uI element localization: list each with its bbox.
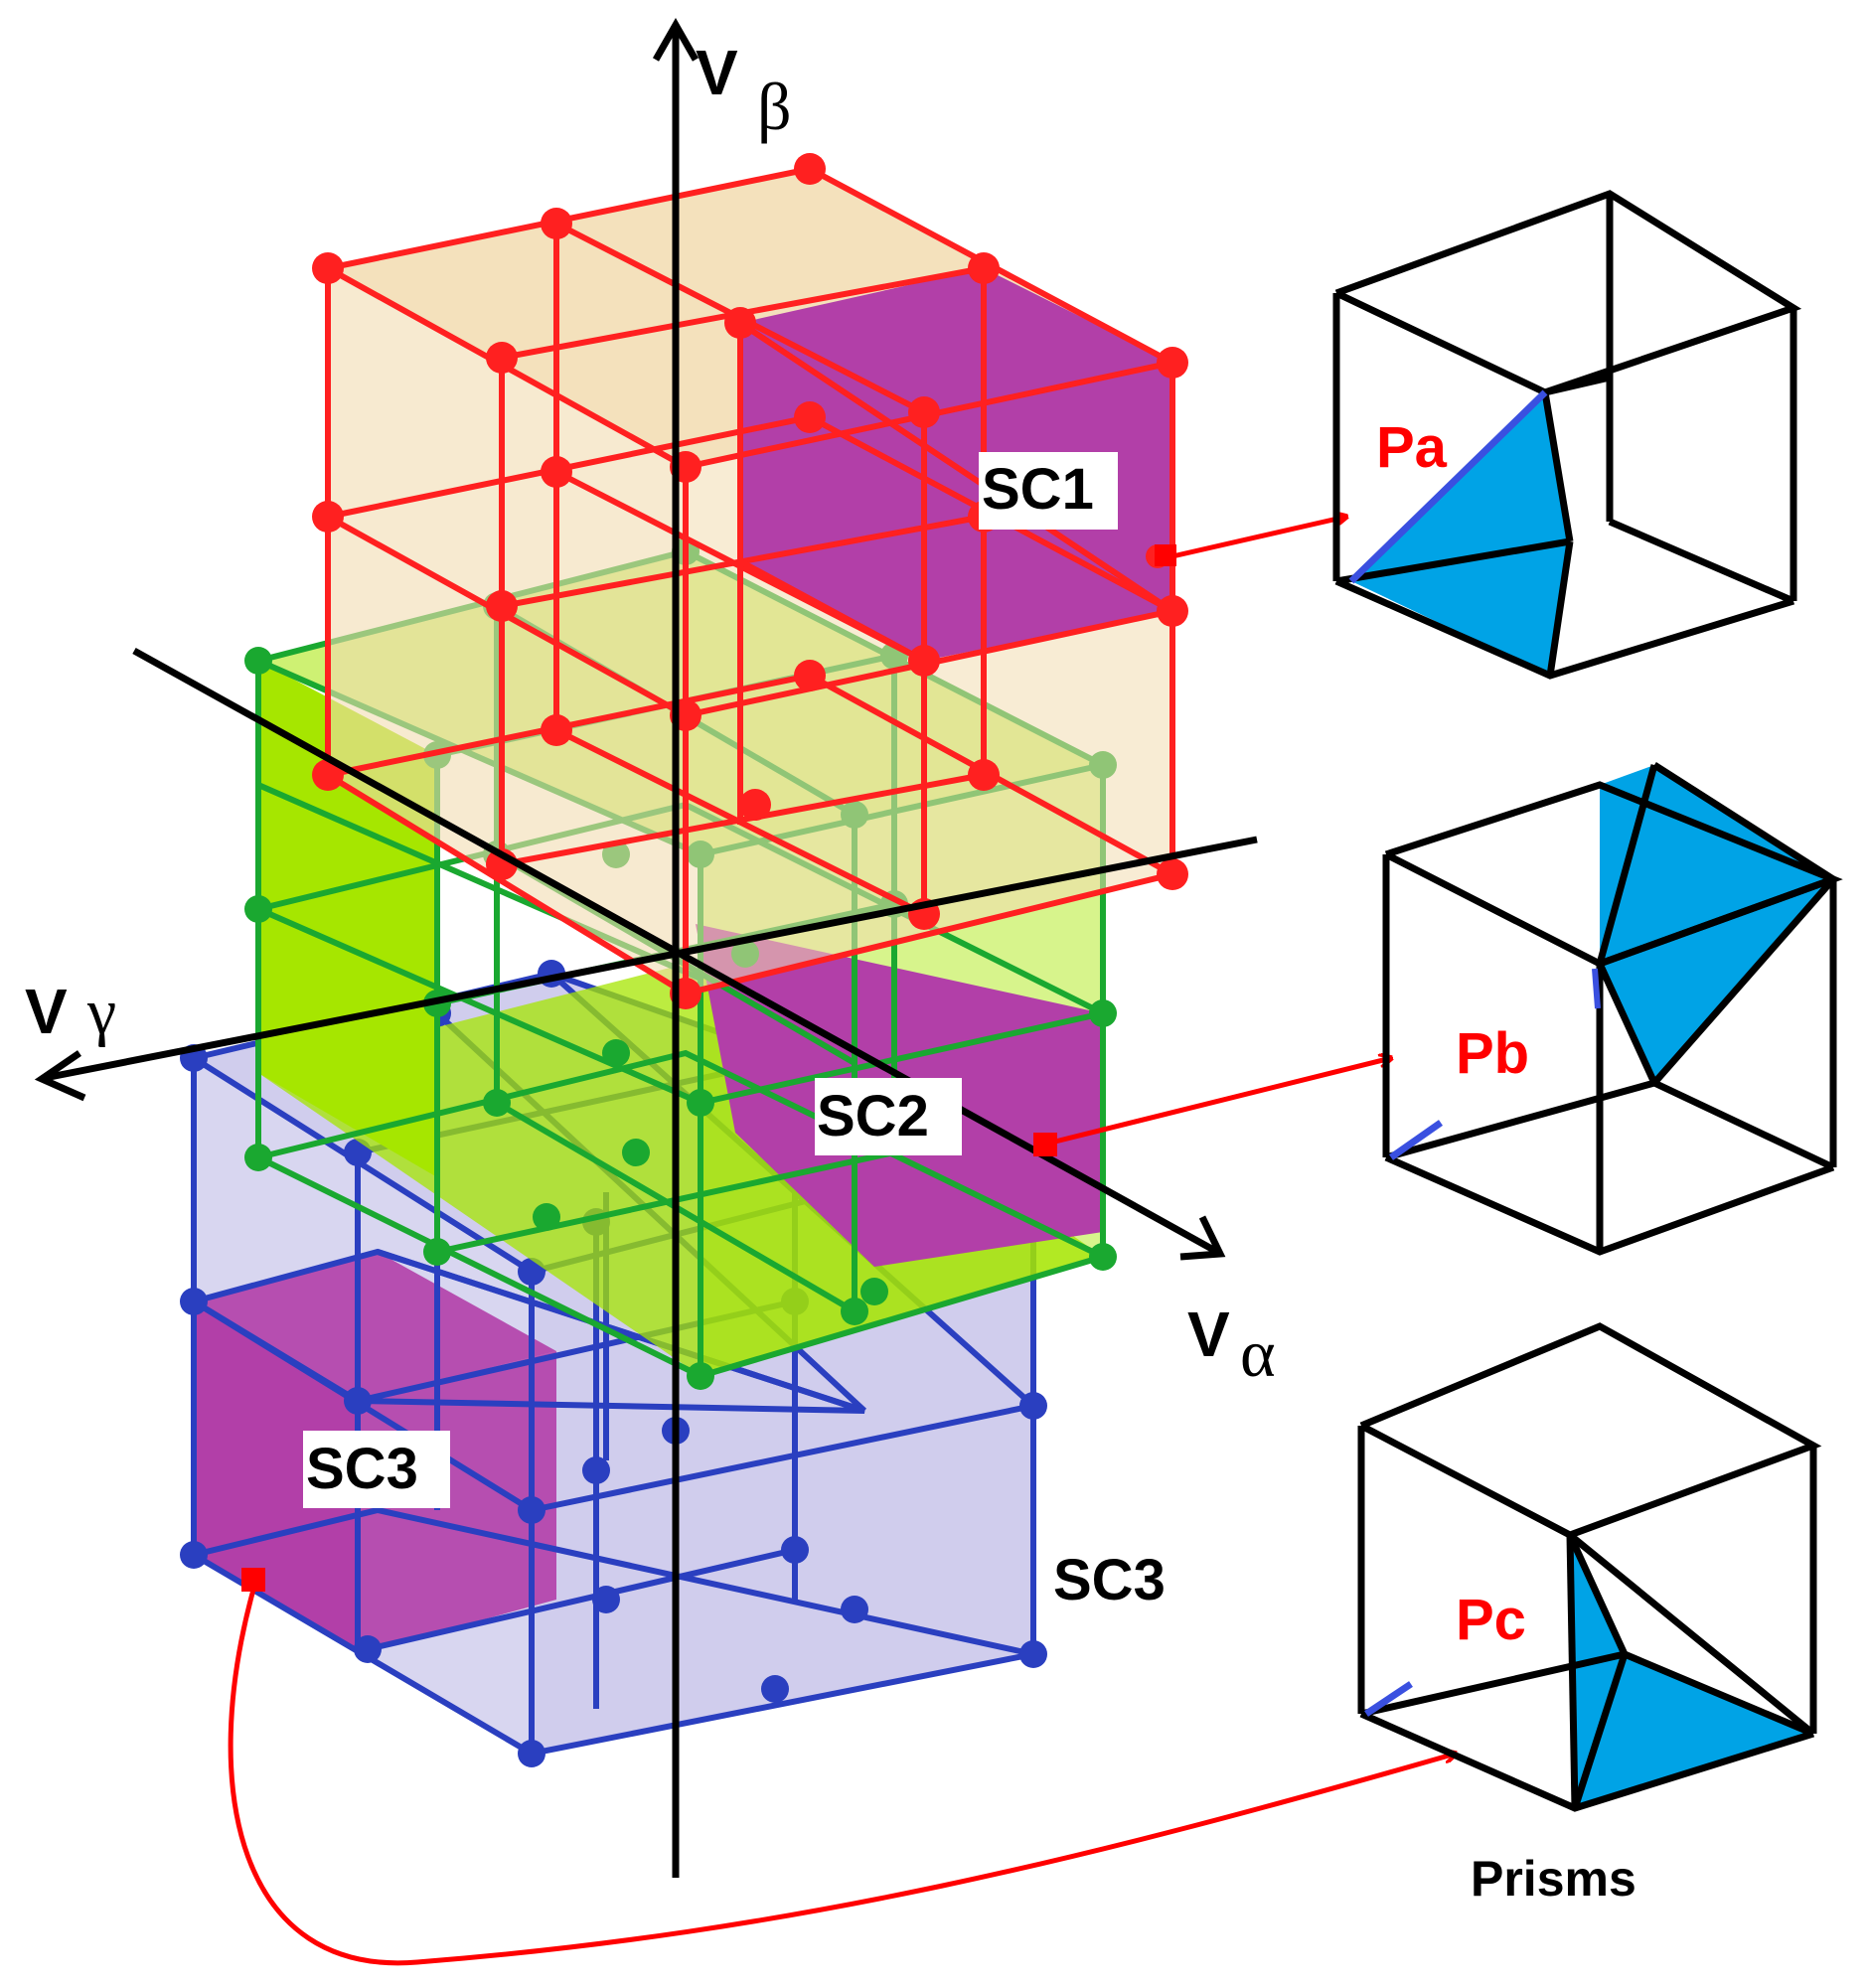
sc2-marker	[1033, 1133, 1057, 1156]
red-cube-front-face	[328, 268, 686, 994]
sc1-label: SC1	[982, 457, 1094, 522]
sc1-marker	[1155, 544, 1176, 566]
sc2-to-pb-arrow	[1050, 1058, 1391, 1146]
sc3-highlight-subcube-side	[358, 1351, 556, 1654]
prism-pa-label: Pa	[1376, 415, 1448, 480]
sc3-to-pc-arrow	[228, 1589, 1456, 1966]
prism-pa: Pa	[1332, 190, 1802, 680]
v-gamma-axis	[44, 836, 1258, 1082]
prism-pa-fill	[1351, 392, 1570, 676]
red-cube	[312, 153, 1188, 1009]
v-gamma-label: V	[25, 976, 68, 1047]
sc3-front-label: SC3	[306, 1437, 418, 1501]
axis-labels: V β V γ V α	[25, 37, 1276, 1391]
sc3-marker	[241, 1568, 265, 1592]
prism-pb-label: Pb	[1456, 1021, 1529, 1086]
prisms-caption: Prisms	[1471, 1851, 1636, 1907]
v-beta-label: V	[696, 37, 738, 108]
v-alpha-label: V	[1187, 1299, 1230, 1370]
sc3-highlight-subcube	[194, 1301, 358, 1654]
v-gamma-subscript: γ	[86, 976, 116, 1048]
sc3-front-label-bg	[303, 1431, 450, 1508]
sc1-to-pa-arrow	[1171, 517, 1346, 559]
green-cube-bottom-face	[258, 964, 1103, 1376]
prism-pc-fill	[1570, 1535, 1813, 1808]
sc2-label: SC2	[817, 1084, 929, 1148]
prism-pc-label: Pc	[1456, 1588, 1526, 1652]
subcube-labels: SC1 SC2 SC3 SC3	[303, 452, 1166, 1612]
prism-pb: Pb	[1382, 762, 1843, 1256]
v-alpha-subscript: α	[1240, 1315, 1276, 1391]
v-beta-subscript: β	[757, 69, 792, 144]
sc3-highlight-subcube-top	[194, 1252, 556, 1401]
v-alpha-arrowhead	[1179, 1215, 1226, 1261]
sc2-label-bg	[815, 1078, 962, 1155]
v-beta-arrowhead	[652, 17, 700, 62]
red-cube-nodes	[312, 153, 1188, 1009]
connector-arrows	[228, 517, 1456, 1966]
sc3-side-label: SC3	[1053, 1548, 1166, 1612]
sc1-label-bg	[979, 452, 1118, 530]
v-gamma-arrowhead	[34, 1050, 86, 1102]
prism-pc: Pc	[1357, 1322, 1822, 1812]
